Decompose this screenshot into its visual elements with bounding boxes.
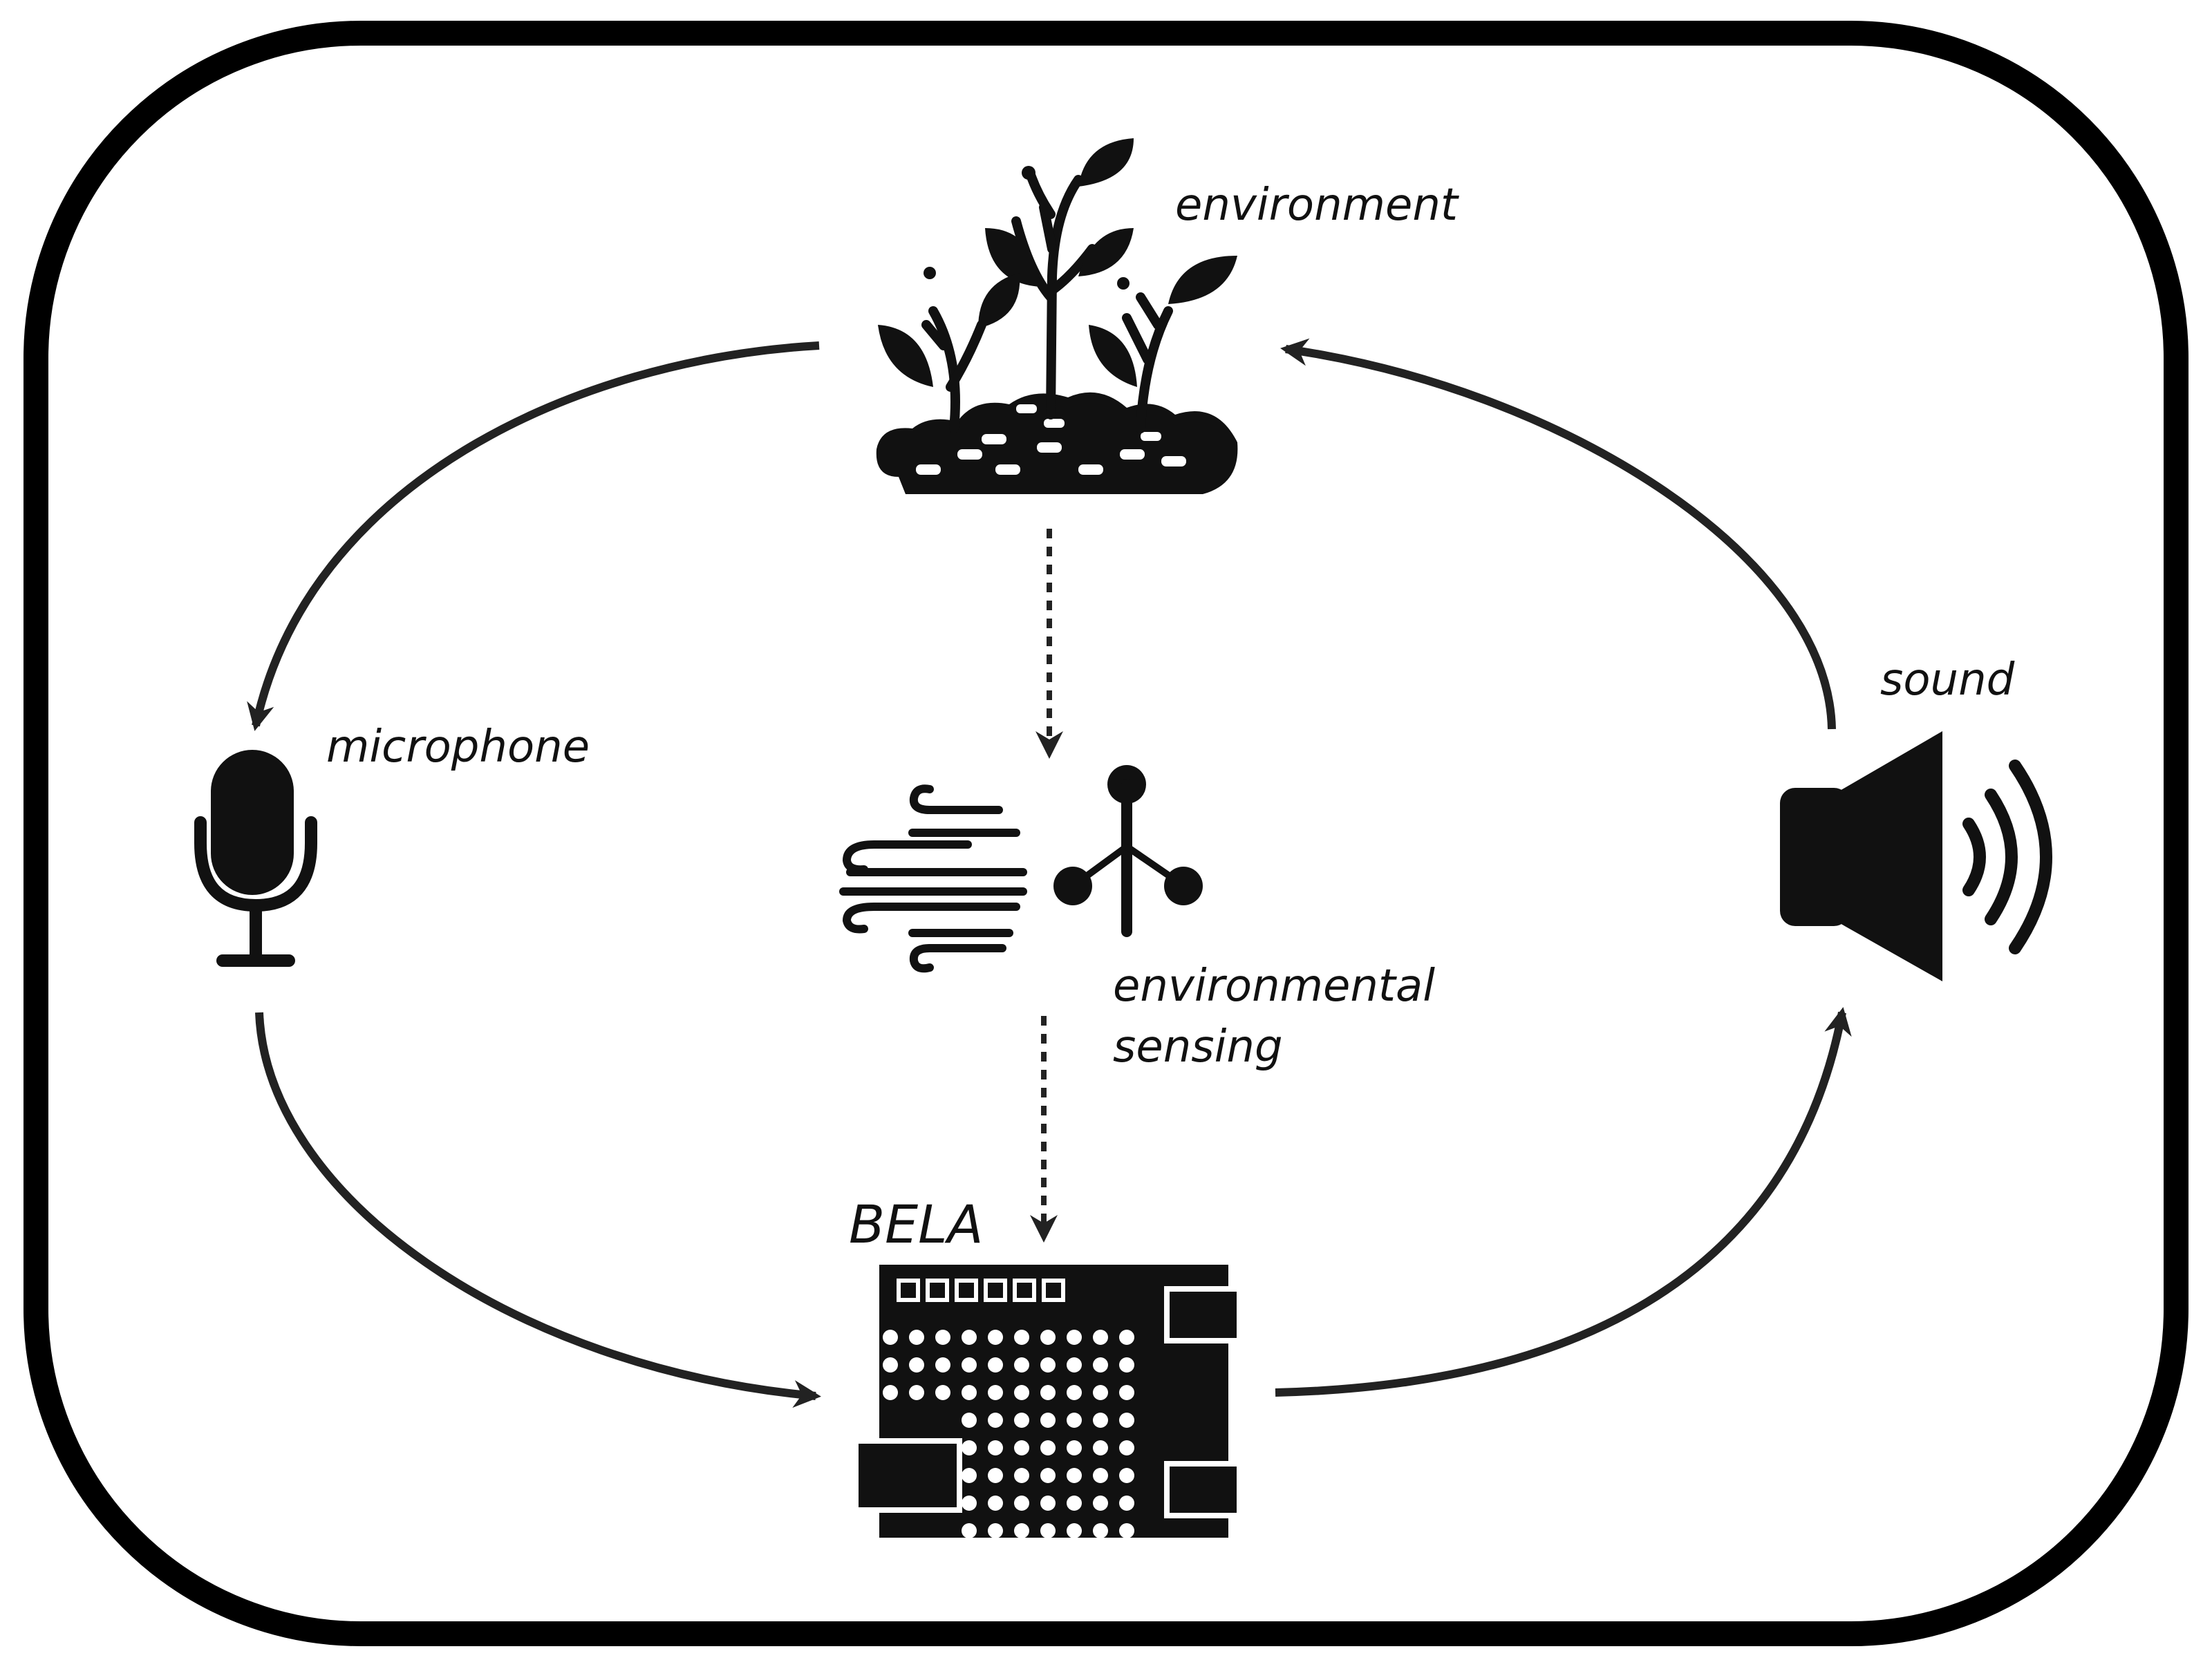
bela-pin-hole [935, 1385, 950, 1400]
speaker-icon [1780, 731, 2052, 981]
bela-pin-hole [962, 1385, 977, 1400]
bela-label: BELA [849, 1194, 984, 1255]
bela-pin-hole [962, 1523, 977, 1538]
bela-pin-hole [1093, 1385, 1108, 1400]
bela-pin-hole [1119, 1385, 1134, 1400]
bela-pin-hole [909, 1357, 924, 1373]
bela-pin-hole [1067, 1496, 1082, 1511]
bela-pin-hole [1093, 1523, 1108, 1538]
bela-pin-hole [988, 1413, 1003, 1428]
bela-pin-hole [1119, 1330, 1134, 1345]
bela-pin-hole [1093, 1468, 1108, 1483]
bela-pin-hole [962, 1413, 977, 1428]
environment-label: environment [1175, 180, 1460, 231]
bela-pin-hole [988, 1523, 1003, 1538]
bela-pin-hole [1119, 1523, 1134, 1538]
bela-pin-hole [1014, 1496, 1029, 1511]
bela-pin-hole [909, 1385, 924, 1400]
bela-pin-hole [1067, 1330, 1082, 1345]
bela-pin-hole [1014, 1523, 1029, 1538]
bela-pin-hole [1040, 1413, 1056, 1428]
bela-pin-hole [1040, 1440, 1056, 1455]
bela-pin-hole [1093, 1357, 1108, 1373]
bela-pin-hole [988, 1496, 1003, 1511]
bela-board-icon [853, 1265, 1242, 1538]
microphone-icon [194, 750, 317, 967]
bela-pin-hole [935, 1357, 950, 1373]
bela-pin-hole [883, 1330, 898, 1345]
sensor-node-icon [1053, 765, 1203, 937]
bela-pin-hole [935, 1330, 950, 1345]
bela-pin-hole [988, 1468, 1003, 1483]
bela-pin-hole [962, 1440, 977, 1455]
bela-pin-hole [1014, 1357, 1029, 1373]
plants-icon [876, 138, 1238, 494]
bela-pin-hole [1067, 1468, 1082, 1483]
bela-pin-hole [1014, 1468, 1029, 1483]
bela-pin-hole [1040, 1523, 1056, 1538]
sound-label: sound [1880, 654, 2015, 706]
bela-pin-hole [962, 1496, 977, 1511]
wind-sensor-icon [839, 784, 1027, 973]
bela-pin-hole [1067, 1523, 1082, 1538]
bela-pin-hole [1067, 1440, 1082, 1455]
bela-pin-hole [1119, 1440, 1134, 1455]
microphone-label: microphone [326, 722, 590, 773]
bela-pin-hole [1093, 1413, 1108, 1428]
arrow-sound-to-environment [1280, 338, 1836, 730]
arrow-microphone-to-bela [255, 1012, 821, 1408]
bela-pin-hole [1119, 1357, 1134, 1373]
bela-pin-hole [988, 1440, 1003, 1455]
arrow-environment-to-microphone [247, 341, 820, 731]
bela-pin-hole [1014, 1385, 1029, 1400]
environmental-sensing-label-line2: sensing [1113, 1021, 1283, 1073]
bela-pin-hole [1119, 1413, 1134, 1428]
bela-pin-hole [1040, 1385, 1056, 1400]
bela-pin-hole [909, 1330, 924, 1345]
bela-pin-hole [883, 1385, 898, 1400]
bela-pin-hole [1067, 1357, 1082, 1373]
bela-pin-hole [1119, 1468, 1134, 1483]
bela-pin-hole [1067, 1385, 1082, 1400]
environmental-sensing-label-line1: environmental [1113, 961, 1435, 1012]
bela-pin-hole [1093, 1496, 1108, 1511]
bela-pin-hole [962, 1468, 977, 1483]
bela-pin-hole [988, 1357, 1003, 1373]
bela-pin-hole [1014, 1330, 1029, 1345]
bela-pin-hole [1040, 1357, 1056, 1373]
bela-pin-hole [1014, 1413, 1029, 1428]
bela-pin-hole [1067, 1413, 1082, 1428]
bela-pin-hole [1119, 1496, 1134, 1511]
bela-pin-hole [1040, 1330, 1056, 1345]
bela-pin-hole [1040, 1468, 1056, 1483]
bela-pin-hole [962, 1330, 977, 1345]
arrow-bela-to-sound [1275, 1007, 1852, 1397]
bela-pin-hole [988, 1330, 1003, 1345]
bela-pin-hole [1014, 1440, 1029, 1455]
bela-pin-hole [962, 1357, 977, 1373]
bela-pin-hole [1093, 1330, 1108, 1345]
outer-frame [24, 21, 2188, 1646]
bela-pin-hole [883, 1357, 898, 1373]
bela-pin-hole [988, 1385, 1003, 1400]
bela-pin-hole [1093, 1440, 1108, 1455]
bela-pin-hole [1040, 1496, 1056, 1511]
